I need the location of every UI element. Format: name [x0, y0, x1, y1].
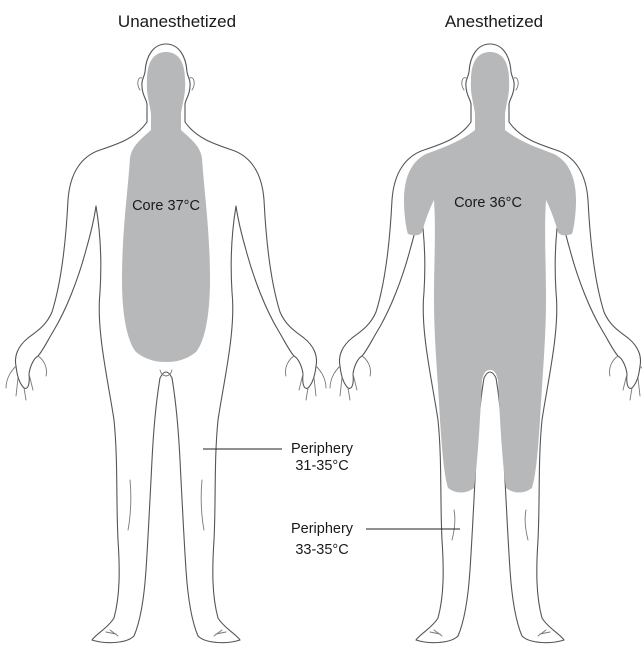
title-unanesthetized: Unanesthetized — [118, 12, 236, 31]
periphery-label-right-line1: Periphery — [291, 521, 354, 537]
periphery-label-left-line1: Periphery — [291, 441, 354, 457]
right-figure — [330, 44, 642, 643]
core-label-right: Core 36°C — [454, 195, 522, 211]
periphery-label-right-line2: 33-35°C — [295, 542, 348, 558]
core-region-right — [404, 52, 576, 493]
title-anesthetized: Anesthetized — [445, 12, 543, 31]
core-label-left: Core 37°C — [132, 198, 200, 214]
left-figure — [6, 44, 326, 643]
periphery-label-left-line2: 31-35°C — [295, 458, 348, 474]
